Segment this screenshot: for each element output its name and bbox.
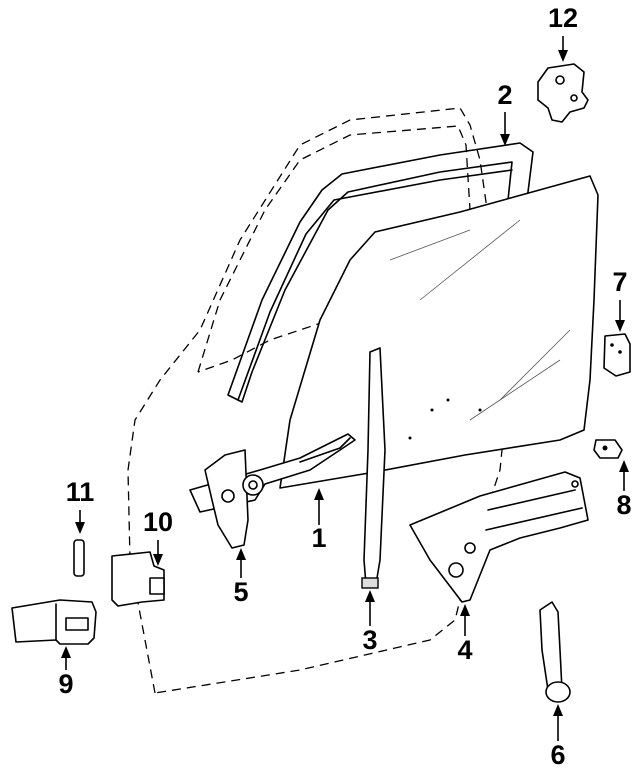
- callout-9: 9: [58, 646, 74, 699]
- arrow-up-icon: [365, 590, 375, 602]
- arrow-up-icon: [460, 604, 470, 616]
- callout-2: 2: [497, 80, 513, 146]
- callout-number: 7: [612, 267, 627, 297]
- window-crank-handle: [539, 601, 571, 703]
- callout-number: 8: [616, 490, 631, 520]
- callout-12: 12: [548, 3, 578, 62]
- arrow-up-icon: [236, 548, 246, 560]
- arrow-down-icon: [615, 320, 625, 332]
- door-glass: [279, 175, 599, 489]
- callout-6: 6: [550, 704, 566, 770]
- callout-number: 6: [550, 740, 565, 770]
- callout-number: 5: [233, 577, 248, 607]
- arrow-down-icon: [500, 134, 510, 146]
- callout-number: 1: [311, 523, 326, 553]
- rear-run-channel: [361, 347, 386, 589]
- door-hinge: [11, 599, 97, 645]
- window-regulator: [189, 433, 356, 549]
- arrow-down-icon: [558, 50, 568, 62]
- callout-5: 5: [233, 548, 249, 607]
- callout-1: 1: [311, 488, 327, 553]
- callout-11: 11: [66, 477, 95, 534]
- arrow-down-icon: [153, 554, 163, 566]
- callout-number: 4: [457, 635, 472, 665]
- callout-number: 11: [66, 477, 95, 507]
- callout-3: 3: [362, 590, 378, 655]
- callout-number: 12: [548, 3, 578, 33]
- arrow-up-icon: [553, 704, 563, 716]
- hinge-pin: [73, 539, 85, 577]
- arrow-up-icon: [314, 488, 324, 500]
- hinge-plate: [111, 551, 165, 607]
- callout-number: 10: [143, 507, 173, 537]
- callout-number: 3: [362, 625, 377, 655]
- regulator-bracket: [409, 471, 589, 603]
- arrow-up-icon: [619, 460, 629, 472]
- callout-number: 2: [497, 80, 512, 110]
- callout-10: 10: [143, 507, 173, 566]
- striker-plate: [603, 333, 631, 377]
- callout-7: 7: [612, 267, 628, 332]
- callout-number: 9: [58, 669, 73, 699]
- door-lock-latch: [537, 63, 589, 123]
- callout-8: 8: [616, 460, 632, 520]
- callout-4: 4: [457, 604, 473, 665]
- arrow-down-icon: [75, 522, 85, 534]
- arrow-up-icon: [61, 646, 71, 658]
- striker-clip: [593, 439, 623, 459]
